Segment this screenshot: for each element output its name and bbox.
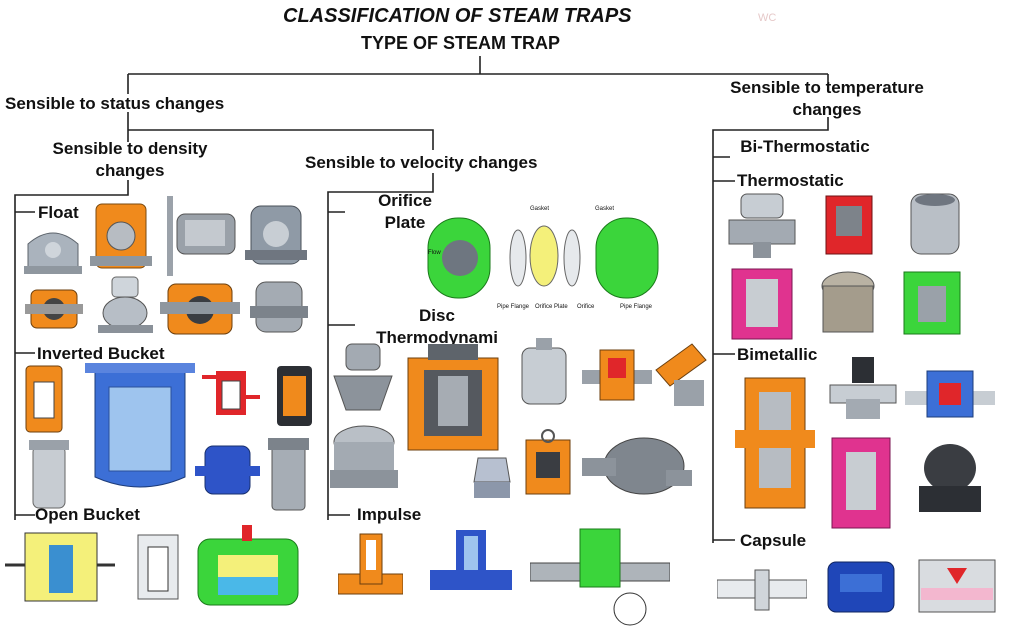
type-capsule-label: Capsule xyxy=(740,531,807,550)
orifice-flow-label: Flow xyxy=(428,250,441,256)
impulse-trap-image-2 xyxy=(430,526,512,608)
thermostatic-trap-image-6 xyxy=(898,262,966,344)
branch-status-label: Sensible to status changes xyxy=(5,94,225,113)
inverted-bucket-image-2 xyxy=(85,357,195,497)
float-trap-image-4 xyxy=(245,198,307,272)
orifice-gasket-right-label: Gasket xyxy=(595,206,615,212)
type-thermostatic-label: Thermostatic xyxy=(737,171,844,190)
capsule-trap-image-2 xyxy=(822,556,900,618)
inverted-bucket-image-5 xyxy=(25,440,73,510)
impulse-trap-image-1 xyxy=(338,530,403,610)
orifice-gasket-left-label: Gasket xyxy=(530,206,550,212)
disc-trap-image-4 xyxy=(582,344,652,406)
bimetallic-trap-image-5 xyxy=(915,440,985,522)
inverted-bucket-image-4 xyxy=(272,360,317,430)
inverted-bucket-image-1 xyxy=(20,362,68,436)
bimetallic-trap-image-1 xyxy=(735,368,815,518)
thermostatic-trap-image-2 xyxy=(818,190,880,260)
type-impulse-label: Impulse xyxy=(357,505,422,524)
type-orifice-plate-label: Orifice Plate xyxy=(378,191,432,232)
bimetallic-trap-image-3 xyxy=(905,365,995,425)
open-bucket-image-1 xyxy=(5,525,115,610)
orifice-orifice-plate-label: Orifice Plate xyxy=(535,304,568,310)
open-bucket-image-3 xyxy=(192,525,304,613)
type-bi-thermostatic-label: Bi-Thermostatic xyxy=(740,137,870,156)
orifice-pipe-flange-right-label: Pipe Flange xyxy=(620,304,653,310)
page-subtitle: TYPE OF STEAM TRAP xyxy=(361,33,561,53)
orifice-orifice-label: Orifice xyxy=(577,304,595,310)
bimetallic-trap-image-4 xyxy=(822,432,900,532)
type-inverted-bucket-label: Inverted Bucket xyxy=(37,344,165,363)
open-bucket-image-2 xyxy=(130,525,185,605)
orifice-pipe-flange-left-label: Pipe Flange xyxy=(497,304,530,310)
bimetallic-trap-image-2 xyxy=(828,355,898,427)
page-title: CLASSIFICATION OF STEAM TRAPS xyxy=(283,5,632,27)
inverted-bucket-image-7 xyxy=(266,438,311,513)
inverted-bucket-image-6 xyxy=(195,440,260,500)
capsule-trap-image-3 xyxy=(917,558,997,614)
float-trap-image-1 xyxy=(22,222,84,278)
float-trap-image-5 xyxy=(25,284,83,334)
type-float-label: Float xyxy=(38,203,79,222)
type-open-bucket-label: Open Bucket xyxy=(35,505,140,524)
float-trap-image-7 xyxy=(160,280,240,338)
thermostatic-trap-image-5 xyxy=(815,268,881,340)
type-bimetallic-label: Bimetallic xyxy=(737,345,818,364)
disc-trap-image-3 xyxy=(516,338,572,410)
disc-trap-image-8 xyxy=(518,428,578,498)
inverted-bucket-image-3 xyxy=(200,357,262,423)
watermark: WC xyxy=(758,12,777,24)
impulse-trap-image-3 xyxy=(530,523,670,627)
float-trap-image-2 xyxy=(90,200,152,274)
orifice-plate-diagram xyxy=(420,200,666,316)
disc-trap-image-6 xyxy=(330,422,398,498)
disc-trap-image-9 xyxy=(582,430,692,504)
float-trap-image-3 xyxy=(157,196,239,276)
capsule-trap-image-1 xyxy=(717,560,807,620)
disc-trap-image-7 xyxy=(472,452,512,502)
thermostatic-trap-image-1 xyxy=(727,190,797,260)
branch-temperature-label: Sensible to temperature changes xyxy=(730,78,924,119)
float-trap-image-6 xyxy=(98,275,153,339)
disc-trap-image-2 xyxy=(398,340,510,460)
disc-trap-image-1 xyxy=(330,340,395,412)
thermostatic-trap-image-3 xyxy=(905,188,965,260)
disc-trap-image-5 xyxy=(652,340,710,410)
float-trap-image-8 xyxy=(250,276,308,338)
branch-velocity-label: Sensible to velocity changes xyxy=(305,153,538,172)
thermostatic-trap-image-4 xyxy=(722,265,802,343)
type-disc-label: Disc Thermodynami xyxy=(376,306,498,347)
branch-density-label: Sensible to density changes xyxy=(52,139,208,180)
